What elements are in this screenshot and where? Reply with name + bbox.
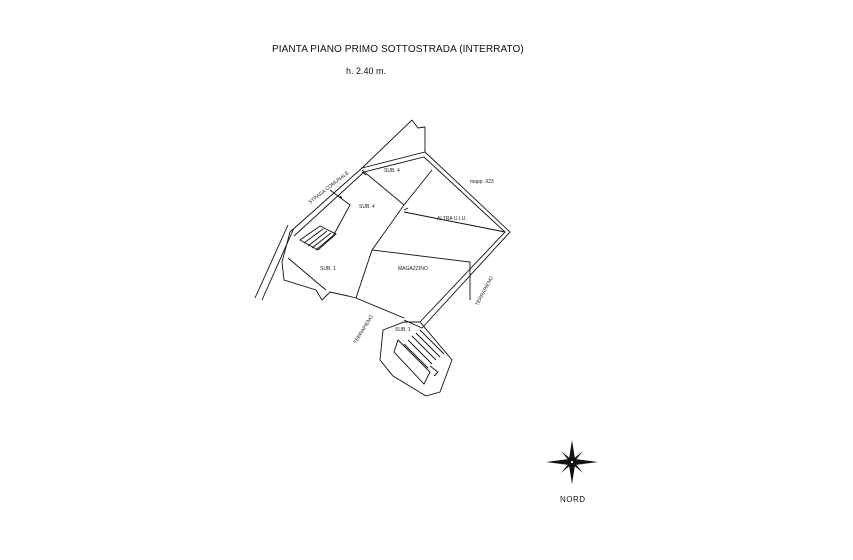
road-edge (361, 119, 413, 169)
wall (281, 261, 405, 319)
room-label: SUB. 1 (320, 266, 336, 272)
plan-title: PIANTA PIANO PRIMO SOTTOSTRADA (INTERRAT… (272, 44, 524, 55)
partition-stair (329, 189, 351, 239)
road-edge (261, 227, 295, 301)
partition-sub1 (355, 249, 373, 299)
wall (287, 257, 327, 291)
room-label: SUB. 4 (384, 168, 400, 174)
terrain-label: TERRAPIENO (474, 275, 495, 307)
room-label: SUB. 4 (359, 204, 375, 210)
compass-label: NORD (560, 495, 586, 504)
room-label: SUB. 1 (395, 327, 411, 333)
room-label: MAGAZZINO (398, 266, 428, 272)
room-label: ALTRA U.I.U. (437, 216, 467, 222)
wall (281, 231, 291, 263)
partition-altra (403, 169, 433, 206)
partition-magazzino (403, 211, 506, 233)
parcel-label: mapp. 923 (470, 179, 494, 185)
floor-height: h. 2.40 m. (346, 66, 387, 76)
street-label: STRADA COMUNALE (308, 170, 351, 206)
outer-wall-inner (293, 156, 506, 323)
road-edge (254, 224, 289, 299)
stair-block-lower (379, 321, 453, 397)
compass-rose-icon (546, 440, 598, 484)
partition-mid (371, 249, 471, 300)
terrain-label: TERRAPIENO (353, 314, 375, 345)
partition-sub4 (361, 169, 405, 251)
outer-wall (289, 151, 511, 329)
stair-upper (299, 225, 337, 251)
road-corner (411, 119, 426, 129)
